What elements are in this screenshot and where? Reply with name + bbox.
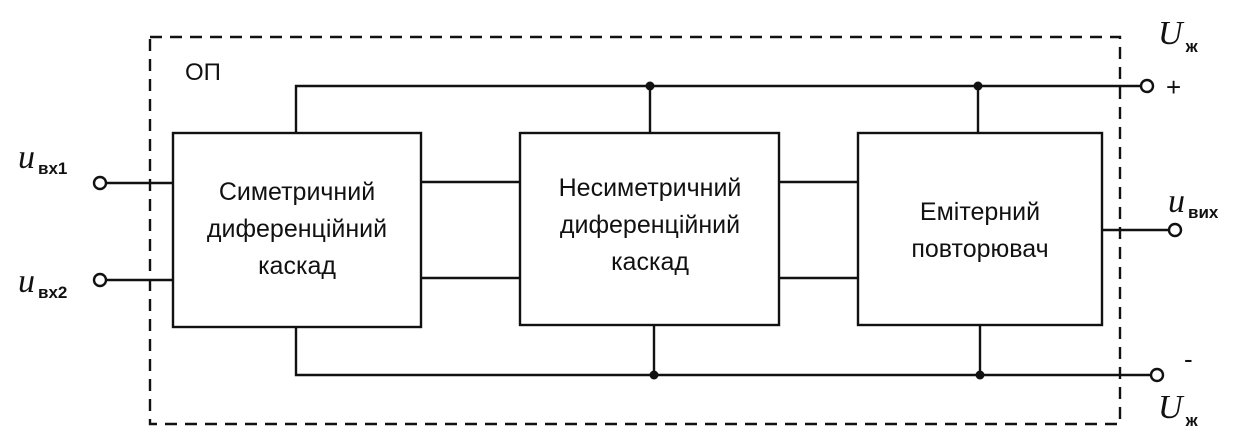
negative-supply-terminal xyxy=(1149,367,1165,383)
svg-text:каскад: каскад xyxy=(611,248,689,276)
negative-supply-rail xyxy=(294,325,1150,380)
svg-text:диференційний: диференційний xyxy=(207,215,387,243)
input-2-terminal xyxy=(92,272,108,288)
op-amp-label: ОП xyxy=(185,59,221,86)
symmetric-differential-stage-block: Симетричний диференційний каскад xyxy=(171,131,423,329)
output-terminal xyxy=(1167,222,1183,238)
negative-supply-sign: - xyxy=(1184,344,1193,374)
input-1-terminal xyxy=(92,175,108,191)
svg-text:диференційний: диференційний xyxy=(560,211,740,239)
svg-text:Симетричний: Симетричний xyxy=(219,178,375,206)
asymmetric-differential-stage-block: Несиметричний диференційний каскад xyxy=(518,131,781,327)
positive-supply-terminal xyxy=(1139,78,1155,94)
emitter-follower-block: Емітерний повторювач xyxy=(856,131,1104,327)
svg-text:Несиметричний: Несиметричний xyxy=(559,174,742,202)
positive-supply-sign: + xyxy=(1166,72,1181,102)
svg-text:повторювач: повторювач xyxy=(911,235,1048,263)
positive-supply-rail xyxy=(294,81,1140,133)
svg-text:Емітерний: Емітерний xyxy=(920,198,1040,226)
svg-text:каскад: каскад xyxy=(258,252,336,280)
